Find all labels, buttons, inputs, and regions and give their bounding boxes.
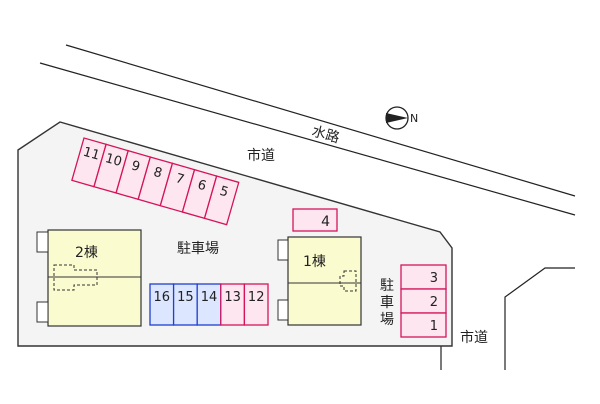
- parking-space-number: 7: [174, 171, 186, 188]
- parking-space-number: 14: [201, 290, 218, 305]
- parking-space-15: 15: [172, 283, 198, 326]
- parking-space-14: 14: [196, 283, 222, 326]
- svg-text:駐: 駐: [380, 278, 394, 294]
- svg-text:場: 場: [380, 312, 394, 328]
- parking-space-12: 12: [243, 283, 269, 326]
- parking-space-number: 6: [196, 177, 208, 194]
- parking-space-11: 11: [71, 137, 107, 188]
- parking-space-13: 13: [220, 283, 246, 326]
- building-1: 1棟: [277, 236, 362, 326]
- parking-space-number: 3: [430, 271, 438, 286]
- city-road-label-right: 市道: [460, 329, 488, 346]
- north-arrow-icon: N: [385, 106, 418, 130]
- parking-space-number: 4: [321, 214, 330, 230]
- parking-space-number: 9: [130, 158, 142, 175]
- parking-space-number: 16: [154, 290, 171, 305]
- svg-text:車: 車: [380, 294, 394, 311]
- waterway-line-top: [65, 44, 576, 197]
- parking-space-4: 4: [292, 208, 338, 232]
- parking-space-3: 3: [400, 264, 447, 290]
- parking-space-number: 1: [430, 319, 438, 334]
- parking-space-5: 5: [203, 175, 240, 226]
- building-2: 2棟: [36, 229, 142, 327]
- parking-space-number: 13: [224, 290, 241, 305]
- parking-space-16: 16: [149, 283, 175, 326]
- parking-row-bottom: 16 15 14 13 12: [149, 283, 269, 326]
- parking-area-label: 駐車場: [177, 240, 219, 257]
- parking-space-1: 1: [400, 312, 447, 338]
- city-road-label-top: 市道: [247, 147, 275, 164]
- building-1-label: 1棟: [303, 254, 326, 270]
- parking-space-2: 2: [400, 288, 447, 314]
- parking-space-number: 10: [103, 151, 123, 170]
- waterway-label: 水路: [310, 123, 341, 146]
- north-letter: N: [410, 112, 418, 125]
- parking-space-number: 11: [81, 145, 101, 164]
- parking-space-number: 15: [177, 290, 194, 305]
- parking-space-number: 12: [248, 290, 265, 305]
- building-2-label: 2棟: [75, 245, 98, 261]
- road-edge-right: [504, 267, 575, 370]
- parking-space-number: 5: [218, 184, 230, 201]
- parking-label-vertical: 駐 車 場: [380, 278, 394, 328]
- parking-space-number: 2: [430, 295, 438, 310]
- parking-space-number: 8: [152, 165, 164, 182]
- waterway-line-bottom: [39, 62, 576, 216]
- parking-column-right: 3 2 1: [400, 264, 447, 338]
